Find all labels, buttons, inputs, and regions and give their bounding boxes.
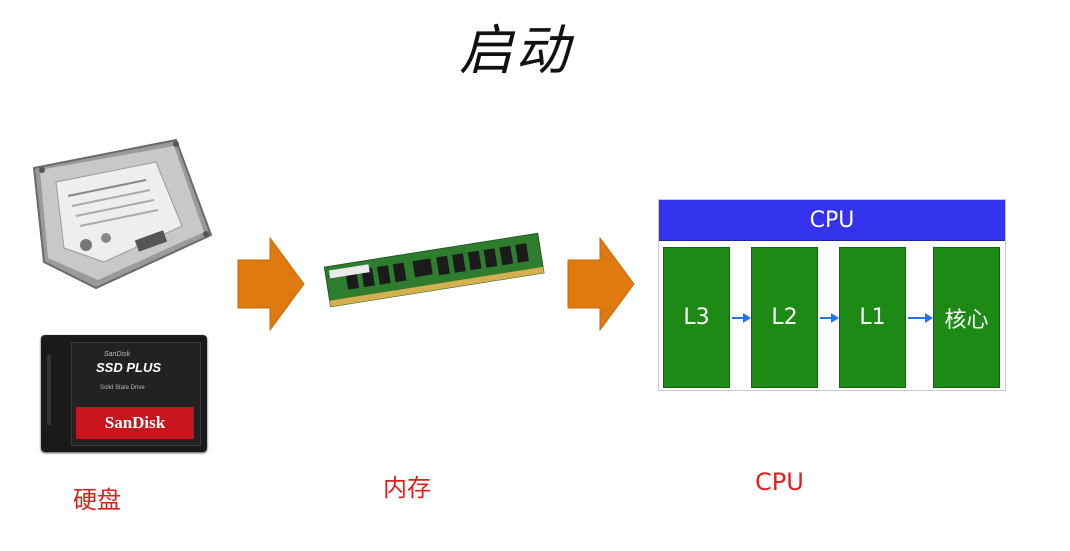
cpu-header: CPU <box>659 200 1005 241</box>
ssd-sub-label: Solid State Drive <box>100 385 145 391</box>
ssd-model-label: SSD PLUS <box>96 360 162 375</box>
ssd-brand-label: SanDisk <box>104 413 166 432</box>
cpu-core: 核心 <box>933 247 1000 388</box>
cache-l2: L2 <box>751 247 818 388</box>
memory-module-image <box>323 232 545 308</box>
hard-disk-image <box>32 138 213 290</box>
ssd-brand-panel: SanDisk <box>76 407 194 439</box>
cpu-diagram: CPU L3 L2 L1 核心 <box>658 199 1006 391</box>
arrow-right-icon <box>732 313 751 323</box>
caption-disk: 硬盘 <box>73 486 121 514</box>
ssd-image: SanDisk SSD PLUS Solid State Drive SanDi… <box>41 335 207 452</box>
arrow-right-icon <box>820 313 839 323</box>
ssd-small-brand: SanDisk <box>104 351 131 358</box>
caption-memory: 内存 <box>383 474 431 502</box>
cache-l1: L1 <box>839 247 906 388</box>
arrow-right-icon <box>908 313 933 323</box>
arrow-right-icon <box>567 236 635 332</box>
page-title: 启动 <box>459 19 571 82</box>
cache-l3: L3 <box>663 247 730 388</box>
caption-cpu: CPU <box>755 468 804 496</box>
arrow-right-icon <box>237 236 305 332</box>
